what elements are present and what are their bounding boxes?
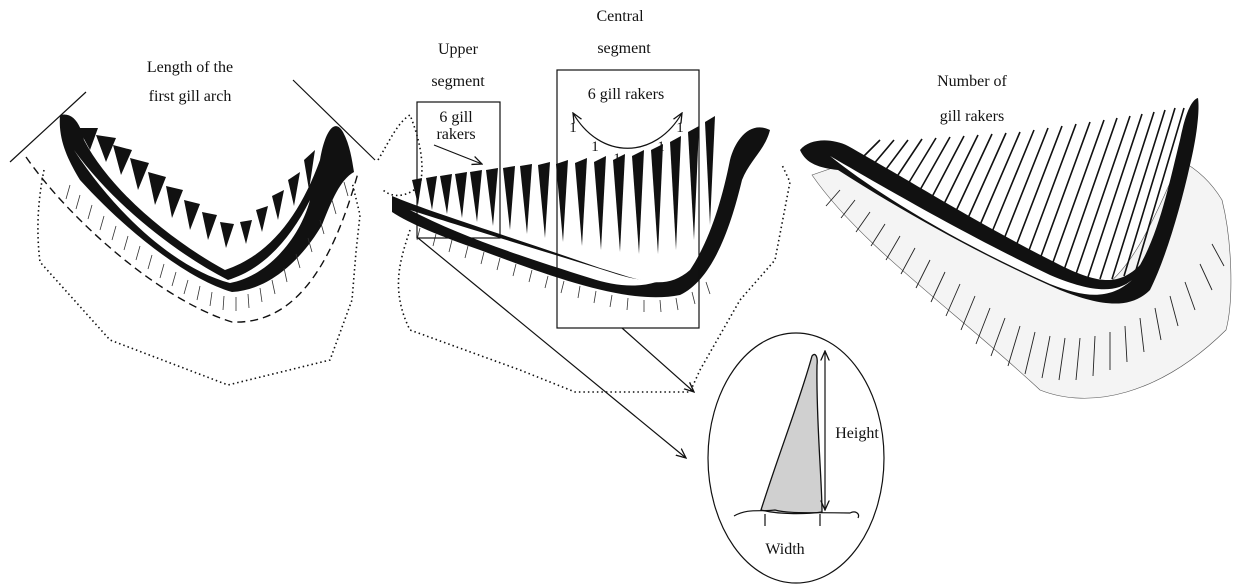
raker-one-2: 1 bbox=[591, 139, 599, 155]
right-gill-arch bbox=[800, 98, 1231, 398]
upper-segment-count-line1: 6 gill bbox=[439, 109, 473, 126]
central-to-detail-arrow bbox=[622, 328, 694, 392]
central-segment-count-arc bbox=[573, 113, 682, 148]
number-of-rakers-label-line2: gill rakers bbox=[940, 108, 1004, 125]
number-of-rakers-label-line1: Number of bbox=[937, 73, 1007, 90]
raker-one-6: 1 bbox=[676, 120, 684, 136]
raker-one-3: 1 bbox=[613, 151, 621, 167]
upper-segment-count-arrow bbox=[434, 145, 482, 164]
arch-length-label-line2: first gill arch bbox=[149, 88, 232, 105]
width-label: Width bbox=[765, 541, 804, 558]
raker-one-1: 1 bbox=[569, 120, 577, 136]
raker-one-4: 1 bbox=[635, 151, 643, 167]
arch-length-label-line1: Length of the bbox=[147, 59, 233, 76]
upper-segment-title-line2: segment bbox=[431, 73, 485, 90]
upper-segment-title-line1: Upper bbox=[438, 41, 479, 58]
height-label: Height bbox=[835, 425, 879, 442]
upper-segment-count-line2: rakers bbox=[436, 126, 475, 143]
central-segment-title-line1: Central bbox=[596, 8, 644, 25]
central-segment-count: 6 gill rakers bbox=[588, 86, 664, 103]
middle-gill-arch bbox=[378, 115, 790, 392]
left-gill-arch bbox=[10, 80, 375, 385]
central-segment-title-line2: segment bbox=[597, 40, 651, 57]
raker-one-5: 1 bbox=[657, 139, 665, 155]
raker-detail-shape bbox=[761, 354, 822, 513]
